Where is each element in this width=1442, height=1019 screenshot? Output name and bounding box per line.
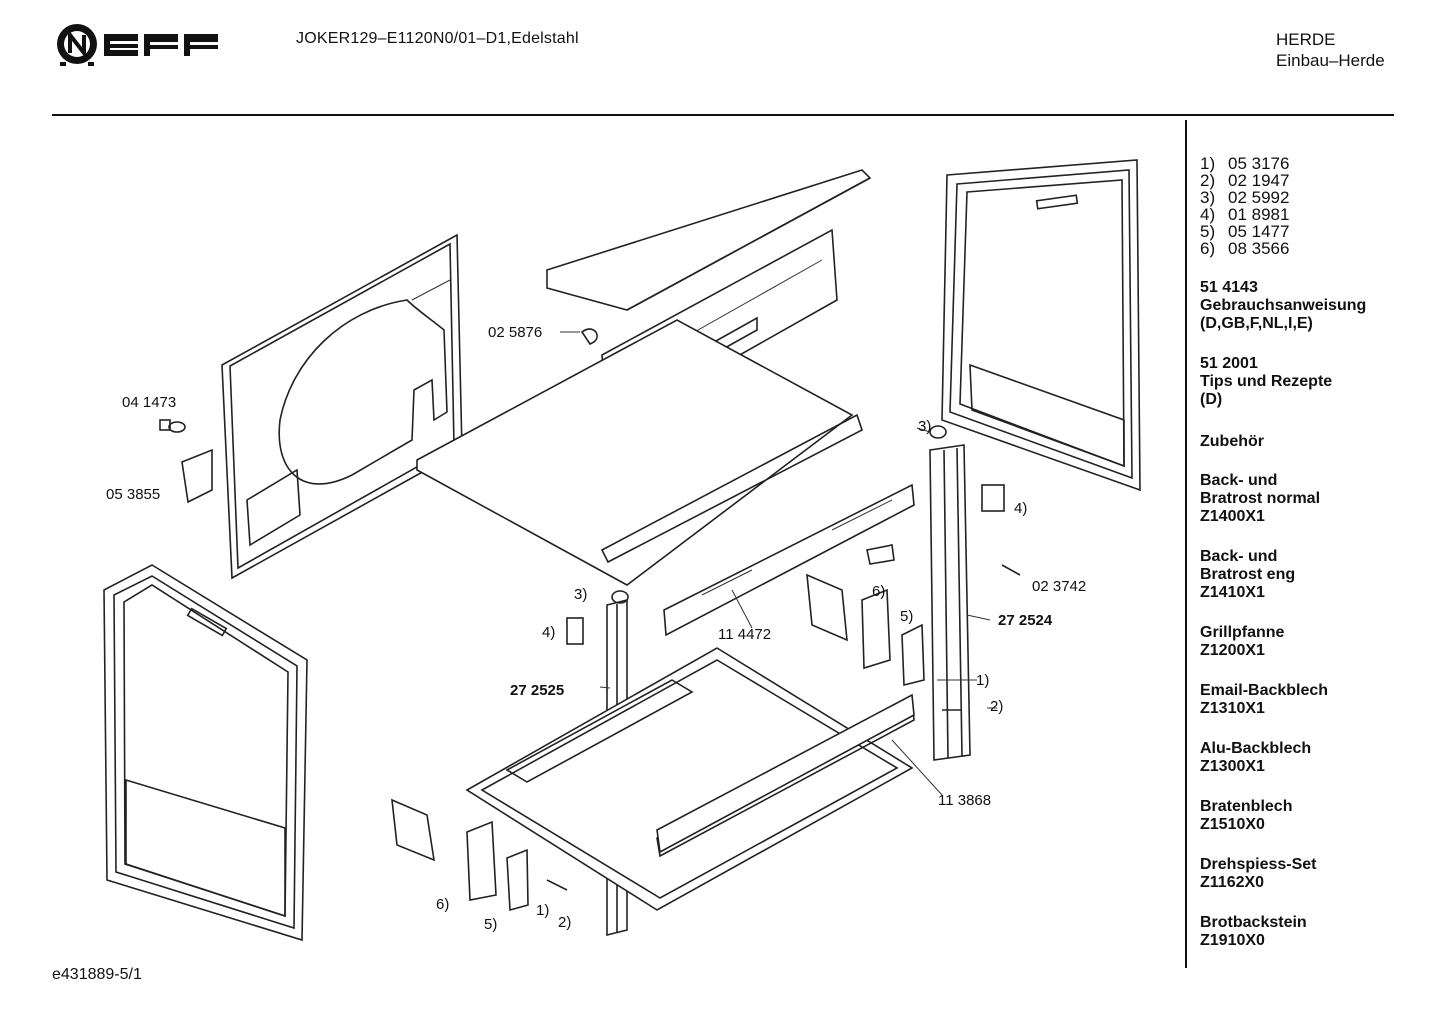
part-item: 4)01 8981 <box>1200 205 1290 224</box>
screw-left <box>546 879 568 891</box>
left-side-panel <box>221 233 463 580</box>
manual-block: 51 4143 Gebrauchsanweisung (D,GB,F,NL,I,… <box>1200 279 1400 333</box>
label-023742: 02 3742 <box>1032 578 1087 595</box>
right-rail-272524 <box>929 444 971 761</box>
right-door-frame <box>941 159 1141 492</box>
part-item: 5)05 1477 <box>1200 222 1290 241</box>
document-code: e431889-5/1 <box>52 966 142 983</box>
model-title: JOKER129–E1120N0/01–D1,Edelstahl <box>296 30 579 47</box>
accessories-heading: Zubehör <box>1200 433 1264 450</box>
angle-bracket-left <box>566 617 584 645</box>
label-5-right: 5) <box>900 608 914 625</box>
screw-023742 <box>1001 564 1021 576</box>
cap-part-right <box>929 425 947 439</box>
cap-part-left <box>611 590 629 604</box>
bottom-rail-113868 <box>656 693 915 854</box>
sidebar-divider <box>1185 120 1187 968</box>
part-item: 1)05 3176 <box>1200 154 1290 173</box>
label-113868: 11 3868 <box>938 792 992 809</box>
angle-bracket-right <box>981 484 1005 512</box>
label-2-right: 2) <box>990 698 1004 715</box>
hinge-assembly-right <box>806 573 925 687</box>
subcategory-label: Einbau–Herde <box>1276 51 1385 70</box>
hinge-bracket <box>159 419 213 504</box>
manual-langs: (D,GB,F,NL,I,E) <box>1200 315 1313 332</box>
label-272524: 27 2524 <box>998 612 1053 629</box>
manual-code: 51 4143 <box>1200 279 1258 296</box>
manual-title: Gebrauchsanweisung <box>1200 297 1367 314</box>
label-3-left: 3) <box>574 586 588 603</box>
header-divider <box>52 114 1394 116</box>
front-rail-114472 <box>663 483 915 637</box>
exploded-parts-diagram: 02 5876 04 1473 05 3855 3) 3) 4) 4) 02 3… <box>52 120 1182 960</box>
parts-list: 1)05 3176 2)02 1947 3)02 5992 4)01 8981 … <box>1200 155 1400 257</box>
top-cover-plate <box>546 169 872 311</box>
tips-code: 51 2001 <box>1200 355 1258 372</box>
label-4-right: 4) <box>1014 500 1028 517</box>
tips-langs: (D) <box>1200 391 1223 408</box>
top-plate <box>416 319 863 586</box>
label-6-left: 6) <box>436 896 450 913</box>
label-114472: 11 4472 <box>718 626 772 643</box>
label-1-right: 1) <box>976 672 990 689</box>
part-item: 2)02 1947 <box>1200 171 1290 190</box>
clip-part <box>580 328 598 345</box>
part-item: 6)08 3566 <box>1200 239 1290 258</box>
category-label: HERDE <box>1276 30 1336 49</box>
label-1-left: 1) <box>536 902 550 919</box>
label-4-left: 4) <box>542 624 556 641</box>
label-5-left: 5) <box>484 916 498 933</box>
leader-lines <box>560 331 997 796</box>
label-041473: 04 1473 <box>122 394 177 411</box>
tips-title: Tips und Rezepte <box>1200 373 1333 390</box>
small-clip <box>866 544 895 565</box>
hinge-assembly-left <box>391 798 529 912</box>
label-025876: 02 5876 <box>488 324 543 341</box>
label-3-right: 3) <box>918 418 932 435</box>
label-053855: 05 3855 <box>106 486 161 503</box>
label-2-left: 2) <box>558 914 572 931</box>
neff-logo <box>52 22 222 72</box>
label-6-right: 6) <box>872 583 886 600</box>
left-door-frame <box>103 564 308 942</box>
parts-sidebar: 1)05 3176 2)02 1947 3)02 5992 4)01 8981 … <box>1200 155 1400 950</box>
label-272525: 27 2525 <box>510 682 565 699</box>
tips-block: 51 2001 Tips und Rezepte (D) <box>1200 355 1400 409</box>
part-item: 3)02 5992 <box>1200 188 1290 207</box>
